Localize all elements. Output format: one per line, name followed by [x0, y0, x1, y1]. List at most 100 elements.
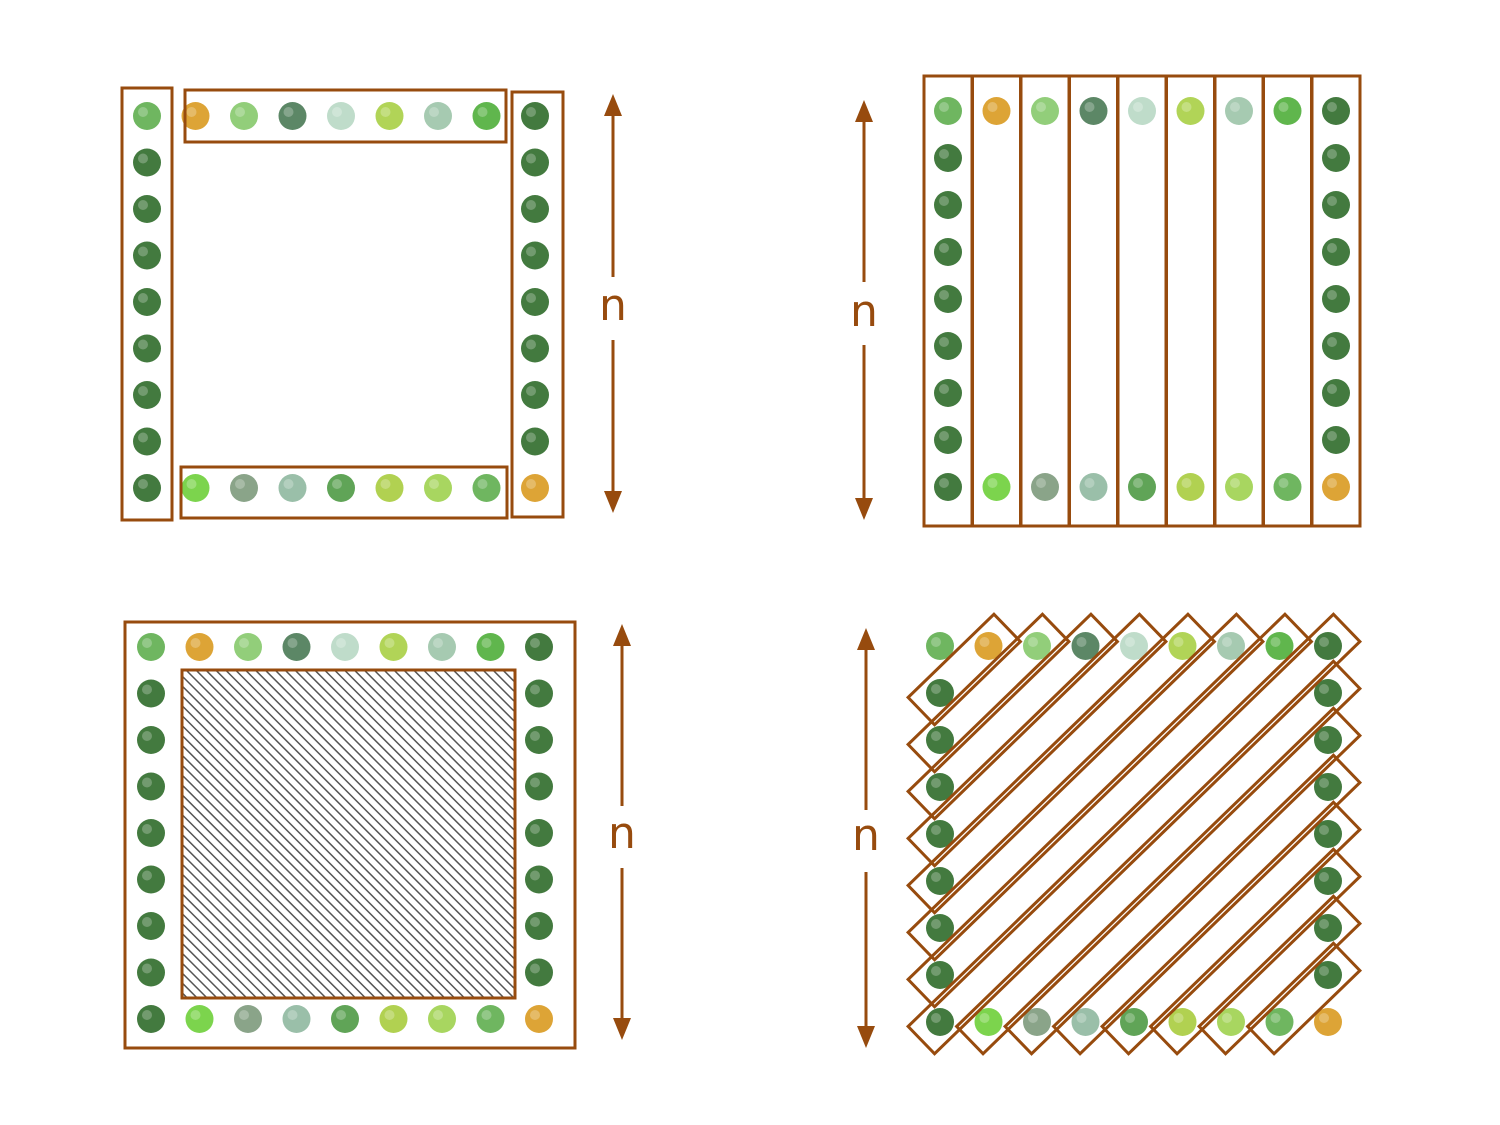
tree-dot [137, 772, 165, 801]
tree-highlight [1270, 1013, 1281, 1023]
tree-dot [472, 102, 501, 130]
tree-dot [525, 772, 553, 801]
tree-highlight [1278, 102, 1289, 112]
n-label: n [608, 808, 636, 859]
tree-highlight [477, 479, 488, 489]
column-group [1262, 74, 1313, 528]
tree-highlight [530, 777, 540, 788]
tree-dot [282, 633, 311, 661]
tree-dot [133, 102, 161, 130]
tree-highlight [1036, 478, 1046, 488]
tree-highlight [138, 153, 148, 164]
tree-dot [234, 633, 262, 661]
diagonal-group [1196, 894, 1363, 1056]
tree-dot [1079, 473, 1108, 501]
tree-dot [185, 1005, 214, 1033]
tree-dot [1168, 1008, 1197, 1036]
tree-dot [133, 334, 161, 363]
tree-highlight [931, 919, 941, 929]
tree-dot [1120, 632, 1148, 660]
tree-highlight [1222, 637, 1232, 647]
tree-highlight [526, 246, 536, 257]
tree-highlight [1222, 1013, 1232, 1023]
tree-highlight [1319, 1013, 1329, 1023]
tree-dot [137, 865, 165, 894]
tree-dot [1322, 285, 1350, 313]
tree-highlight [336, 638, 346, 648]
tree-highlight [1125, 637, 1135, 647]
tree-highlight [931, 778, 941, 788]
tree-highlight [332, 479, 342, 489]
tree-dot [1314, 914, 1342, 942]
tree-dot [137, 726, 165, 754]
tree-dot [521, 474, 549, 502]
tree-dot [1128, 97, 1156, 125]
tree-highlight [526, 200, 536, 210]
tree-highlight [283, 107, 294, 117]
tree-dot [476, 633, 505, 661]
diagonal-group [1002, 706, 1363, 1056]
diagonal-group [1099, 800, 1363, 1056]
diagonal-group [954, 659, 1363, 1056]
tree-dot [278, 474, 307, 502]
dimension-arrow: n [599, 94, 627, 513]
tree-highlight [931, 684, 941, 694]
tree-dot [282, 1005, 311, 1033]
panel-perimeter-ring: n [123, 620, 636, 1050]
tree-dot [379, 633, 408, 661]
tree-highlight [429, 479, 439, 489]
tree-highlight [526, 293, 536, 303]
tree-dot [525, 912, 553, 940]
tree-highlight [1319, 684, 1329, 694]
diagonal-groups [905, 612, 1363, 1056]
column-group [1213, 74, 1265, 528]
tree-highlight [530, 731, 540, 741]
column-group [1165, 74, 1216, 528]
tree-dot [525, 958, 553, 987]
tree-dot [926, 914, 954, 942]
tree-highlight [142, 777, 152, 788]
tree-dot [133, 288, 161, 316]
tree-highlight [939, 478, 949, 488]
tree-dot [1023, 632, 1051, 660]
tree-dot [521, 148, 549, 177]
tree-dot [934, 191, 962, 219]
tree-dot [1314, 679, 1342, 707]
tree-dot [1031, 97, 1059, 125]
tree-dot [137, 819, 165, 847]
tree-dot [934, 144, 962, 172]
tree-dot [934, 473, 962, 501]
tree-dot [1314, 1008, 1342, 1036]
tree-highlight [138, 107, 148, 117]
tree-highlight [235, 107, 245, 117]
tree-dot [1322, 426, 1350, 454]
tree-dot [428, 1005, 456, 1033]
tree-highlight [1133, 478, 1143, 488]
tree-dot [926, 1008, 954, 1036]
top-side-group [183, 88, 508, 144]
tree-dot [327, 102, 355, 130]
bottom-side-group [179, 465, 509, 520]
tree-dots [133, 102, 549, 502]
tree-highlight [1133, 102, 1143, 112]
tree-dot [982, 97, 1011, 125]
tree-dot [1314, 632, 1342, 660]
column-group [1019, 74, 1071, 528]
tree-dot [1322, 473, 1350, 501]
tree-dot [521, 381, 549, 409]
tree-highlight [1327, 431, 1337, 441]
tree-highlight [477, 107, 488, 117]
tree-dot [230, 102, 258, 130]
diagonal-group [905, 612, 1217, 915]
tree-dot [521, 241, 549, 270]
tree-dot [137, 912, 165, 940]
tree-highlight [526, 339, 536, 350]
tree-highlight [530, 917, 540, 927]
tree-highlight [931, 966, 941, 976]
tree-highlight [138, 339, 148, 350]
tree-dot [1023, 1008, 1051, 1036]
tree-dot [934, 285, 962, 313]
tree-dot [1322, 332, 1350, 360]
right-side-group [510, 90, 565, 519]
tree-highlight [1319, 966, 1329, 976]
